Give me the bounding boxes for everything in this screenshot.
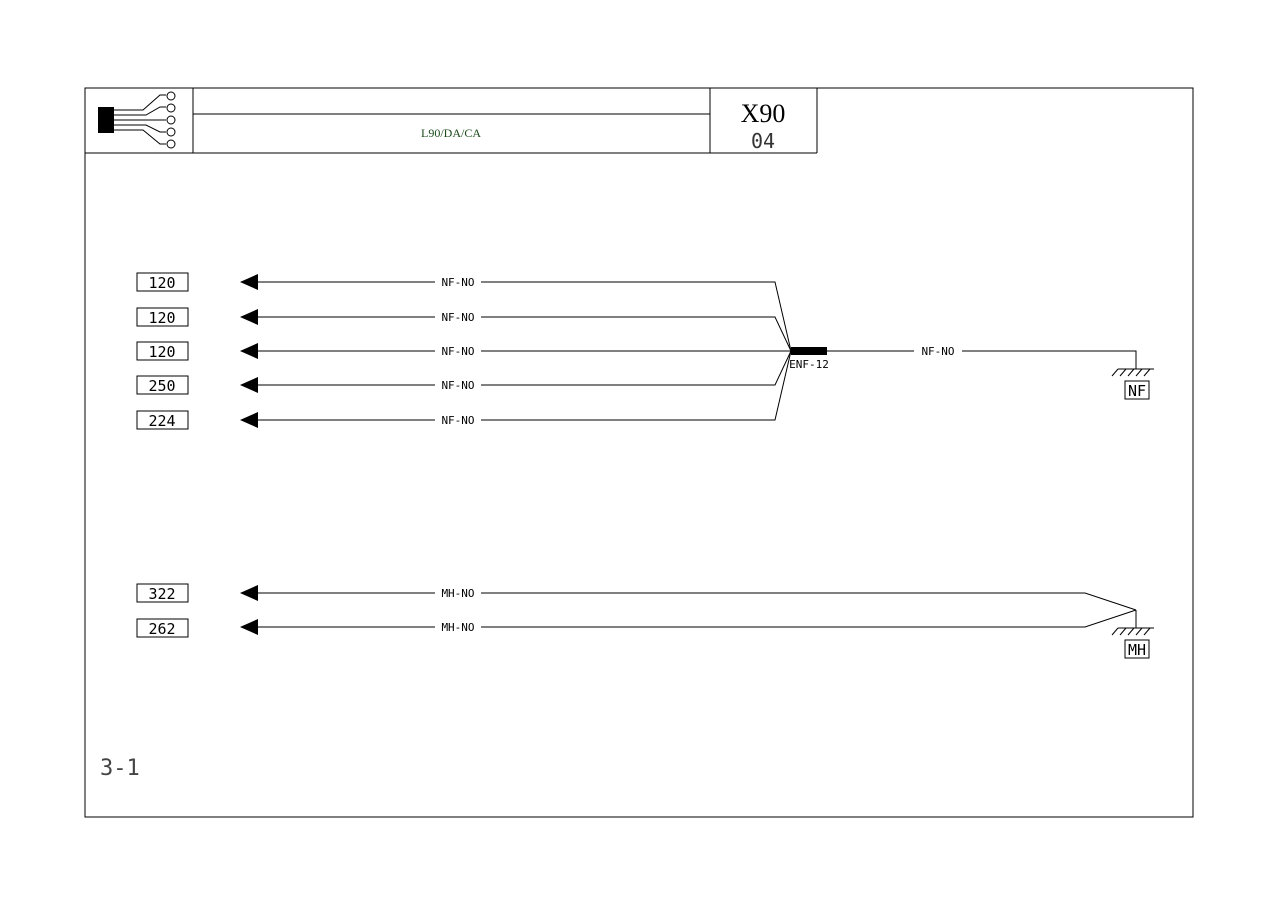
- wire: [258, 592, 1137, 628]
- wire-label: MH-NO: [441, 621, 474, 634]
- bundle-nf: 120 120 120 250 224: [136, 272, 1154, 430]
- connector-box[interactable]: 224: [136, 410, 189, 430]
- connector-box[interactable]: 120: [136, 341, 189, 361]
- connector-number: 120: [148, 343, 175, 361]
- arrow-icon: [240, 412, 258, 428]
- ground-label-box[interactable]: NF: [1124, 380, 1150, 400]
- wire-label: NF-NO: [441, 379, 474, 392]
- connector-box[interactable]: 250: [136, 375, 189, 395]
- connector-box[interactable]: 322: [136, 583, 189, 603]
- diagram-code: X90: [741, 99, 786, 128]
- connector-box[interactable]: 262: [136, 618, 189, 638]
- connector-number: 262: [148, 620, 175, 638]
- ground-label-box[interactable]: MH: [1124, 639, 1150, 659]
- wire-label: NF-NO: [441, 276, 474, 289]
- connector-box[interactable]: 120: [136, 307, 189, 327]
- title-block: L90/DA/CA X90 04: [85, 88, 818, 154]
- arrow-icon: [240, 585, 258, 601]
- ground-icon: [1111, 627, 1154, 636]
- wire-label: MH-NO: [441, 587, 474, 600]
- arrow-icon: [240, 309, 258, 325]
- arrow-icon: [240, 343, 258, 359]
- ground-label: NF: [1128, 382, 1146, 400]
- sheet-frame: [84, 87, 1194, 818]
- splice-block[interactable]: [791, 347, 827, 355]
- page-reference: 3-1: [100, 756, 140, 781]
- connector-number: 120: [148, 309, 175, 327]
- connector-number: 120: [148, 274, 175, 292]
- bundle-mh: 322 262 MH-NO MH-NO MH: [136, 583, 1154, 659]
- connector-number: 322: [148, 585, 175, 603]
- arrow-icon: [240, 619, 258, 635]
- sheet-number: 04: [751, 129, 775, 153]
- connector-number: 250: [148, 377, 175, 395]
- ground-label: MH: [1128, 641, 1146, 659]
- trunk-wire: [962, 350, 1137, 369]
- wire-label: NF-NO: [441, 311, 474, 324]
- arrow-icon: [240, 274, 258, 290]
- ground-icon: [1111, 368, 1154, 377]
- arrow-icon: [240, 377, 258, 393]
- wire-label: NF-NO: [441, 414, 474, 427]
- subtitle: L90/DA/CA: [421, 126, 481, 140]
- wire-label: NF-NO: [441, 345, 474, 358]
- wire: [258, 281, 792, 421]
- connector-number: 224: [148, 412, 175, 430]
- connector-logo-icon: [98, 91, 176, 149]
- splice-label: ENF-12: [789, 358, 829, 371]
- connector-box[interactable]: 120: [136, 272, 189, 292]
- trunk-label: NF-NO: [921, 345, 954, 358]
